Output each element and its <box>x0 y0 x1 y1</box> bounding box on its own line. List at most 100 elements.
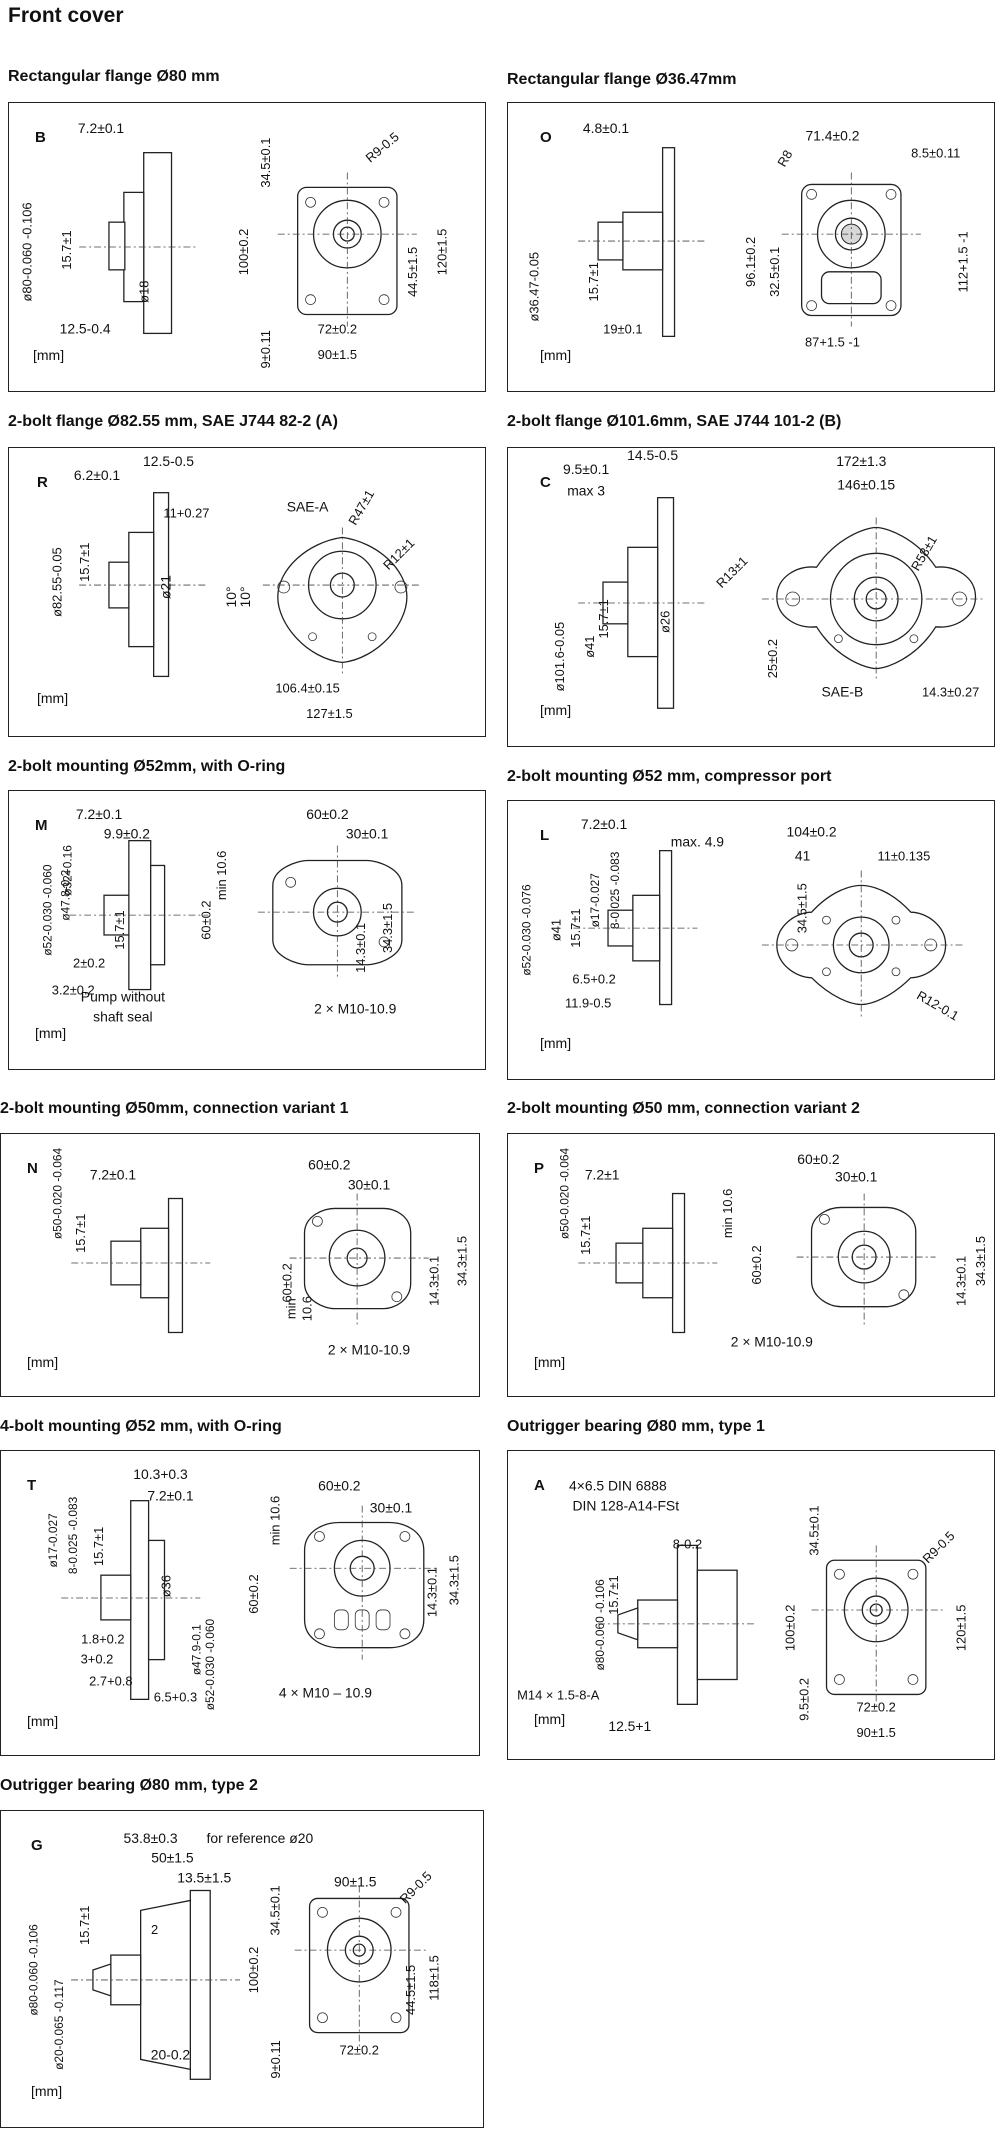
dimension-label: ø47.9-0.1 <box>189 1624 203 1675</box>
dimension-label: 15.7±1 <box>568 908 583 947</box>
unit-label-r: [mm] <box>37 690 69 706</box>
dimension-label: 172±1.3 <box>836 453 886 469</box>
dimension-label: 3+0.2 <box>81 1652 114 1667</box>
dimension-label: 6.2±0.1 <box>74 467 121 483</box>
dimension-label: 2.7+0.8 <box>89 1673 132 1688</box>
panel-label-p: P <box>534 1160 545 1177</box>
section-title-g: Outrigger bearing Ø80 mm, type 2 <box>0 1777 258 1794</box>
dimension-label: 60±0.2 <box>246 1574 261 1613</box>
dimension-label: 41 <box>795 848 811 864</box>
dimension-label: 6.5+0.2 <box>572 972 615 987</box>
front-view-r <box>262 527 422 677</box>
dimension-label: 12.5-0.4 <box>60 320 111 336</box>
dimension-label: 127±1.5 <box>306 706 353 721</box>
dimension-label: 4×6.5 DIN 6888 <box>569 1478 667 1494</box>
side-view-l <box>573 849 698 1006</box>
panel-label-a: A <box>534 1477 545 1494</box>
dimension-label: 72±0.2 <box>340 2042 379 2057</box>
front-view-b <box>277 172 417 327</box>
dimension-label: ø26 <box>658 611 673 633</box>
dimension-label: 15.7±1 <box>77 1906 92 1945</box>
dimension-label: 2 <box>151 1922 158 1937</box>
side-view-n <box>71 1197 211 1334</box>
dimension-label: ø80-0.060 -0.106 <box>19 202 34 301</box>
panel-label-o: O <box>540 129 552 146</box>
unit-label-p: [mm] <box>534 1354 566 1370</box>
dimension-label: ø50-0.020 -0.064 <box>50 1148 64 1240</box>
panel-label-g: G <box>31 1837 43 1854</box>
dimension-label: 7.2±0.1 <box>76 806 123 822</box>
unit-label-l: [mm] <box>540 1035 572 1051</box>
dimension-label: 2 × M10-10.9 <box>328 1341 410 1357</box>
dimension-label: 11±0.135 <box>878 849 931 864</box>
panel-label-r: R <box>37 474 48 491</box>
dimension-label: 7.2±0.1 <box>581 816 628 832</box>
dimension-label: 15.7±1 <box>606 1575 621 1614</box>
dimension-label: 12.5+1 <box>608 1718 651 1734</box>
dimension-label: 72±0.2 <box>856 1699 895 1714</box>
dimension-label: 15.7±1 <box>578 1216 593 1255</box>
page-title: Front cover <box>8 4 124 27</box>
panel-label-m: M <box>35 817 48 834</box>
dimension-label: R47±1 <box>345 487 377 527</box>
dimension-label: 34.5±0.1 <box>258 138 273 188</box>
dimension-label: 34.5±1.5 <box>795 883 810 933</box>
dimension-label: 15.7±1 <box>112 910 127 949</box>
dimension-label: 19±0.1 <box>603 321 642 336</box>
dimension-label: ø52-0.030 -0.076 <box>520 884 534 976</box>
dimension-label: 11+0.27 <box>163 506 209 521</box>
dimension-label: 14.3±0.1 <box>953 1256 968 1306</box>
dimension-label: 15.7±1 <box>596 599 611 638</box>
dimension-label: 96.1±0.2 <box>743 237 758 287</box>
front-view-o <box>781 172 921 327</box>
section-title-t: 4-bolt mounting Ø52 mm, with O-ring <box>0 1418 282 1435</box>
dimension-label: 34.5±0.1 <box>268 1885 283 1935</box>
dimension-label: 60±0.2 <box>280 1263 295 1302</box>
dimension-label: 50±1.5 <box>151 1850 194 1866</box>
dimension-label: shaft seal <box>93 1008 152 1024</box>
dimension-label: 44.5±1.5 <box>405 247 420 297</box>
dimension-label: 9.5±0.2 <box>797 1678 812 1721</box>
dimension-label: 9.5±0.1 <box>563 461 610 477</box>
dimension-label: 13.5±1.5 <box>177 1870 231 1886</box>
dimension-label: R9-0.5 <box>920 1528 958 1566</box>
dimension-label: 60±0.2 <box>318 1478 361 1494</box>
dimension-label: 120±1.5 <box>954 1605 969 1652</box>
dimension-label: 30±0.1 <box>835 1169 878 1185</box>
dimension-label: 34.3±1.5 <box>447 1555 462 1605</box>
dimension-label: ø47.8-0.2 <box>58 869 72 920</box>
dimension-label: 20-0.2 <box>151 2046 191 2062</box>
dimension-label: SAE-A <box>287 499 329 515</box>
dimension-label: 60±0.2 <box>308 1157 351 1173</box>
dimension-label: 100±0.2 <box>236 229 251 276</box>
section-title-m: 2-bolt mounting Ø52mm, with O-ring <box>8 758 286 775</box>
dimension-label: R12±1 <box>380 535 417 572</box>
dimension-label: 10° <box>237 586 253 607</box>
dimension-label: 53.8±0.3 <box>124 1830 178 1846</box>
side-view-o <box>578 147 708 338</box>
dimension-label: ø36 <box>158 1575 173 1597</box>
unit-label-t: [mm] <box>27 1713 59 1729</box>
dimension-label: 90±1.5 <box>334 1874 377 1890</box>
dimension-label: R12-0.1 <box>914 988 961 1024</box>
dimension-label: 34.3±1.5 <box>454 1236 469 1286</box>
dimension-label: 15.7±1 <box>586 262 601 301</box>
side-view-g <box>71 1889 241 2080</box>
dimension-label: 30±0.1 <box>370 1500 413 1516</box>
dimension-label: 7.2±0.1 <box>78 120 125 136</box>
dimension-label: 87+1.5 -1 <box>805 334 860 349</box>
dimension-label: for reference ø20 <box>207 1830 314 1846</box>
